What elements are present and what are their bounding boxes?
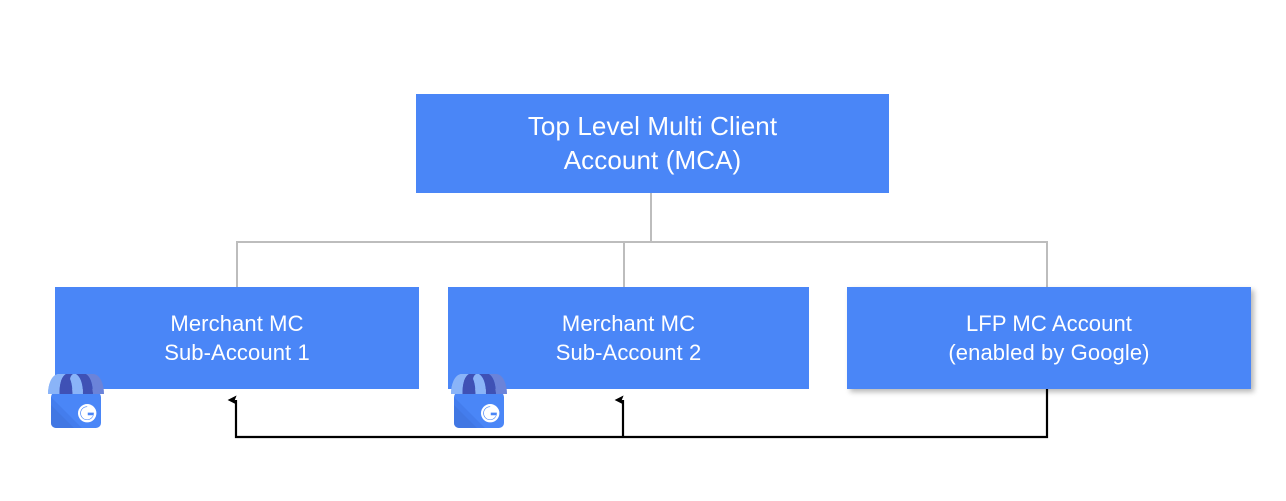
connector-drop-sub2 <box>623 241 625 288</box>
node-lfp-label: LFP MC Account (enabled by Google) <box>948 310 1150 365</box>
node-merchant-sub-account-1[interactable]: Merchant MC Sub-Account 1 <box>55 287 419 389</box>
google-my-business-icon <box>48 374 104 428</box>
node-lfp-mc-account[interactable]: LFP MC Account (enabled by Google) <box>847 287 1251 389</box>
connector-mca-stem <box>650 192 652 243</box>
node-merchant-sub-account-2[interactable]: Merchant MC Sub-Account 2 <box>448 287 809 389</box>
connector-horizontal-bus <box>236 241 1048 243</box>
node-sub2-label: Merchant MC Sub-Account 2 <box>555 310 702 365</box>
google-my-business-icon <box>451 374 507 428</box>
arrow-lfp-to-sub1 <box>227 389 1049 439</box>
node-mca-label: Top Level Multi Client Account (MCA) <box>527 110 778 175</box>
connector-drop-sub1 <box>236 241 238 288</box>
node-top-level-mca[interactable]: Top Level Multi Client Account (MCA) <box>416 94 889 193</box>
connector-drop-lfp <box>1046 241 1048 288</box>
node-sub1-label: Merchant MC Sub-Account 1 <box>164 310 310 365</box>
